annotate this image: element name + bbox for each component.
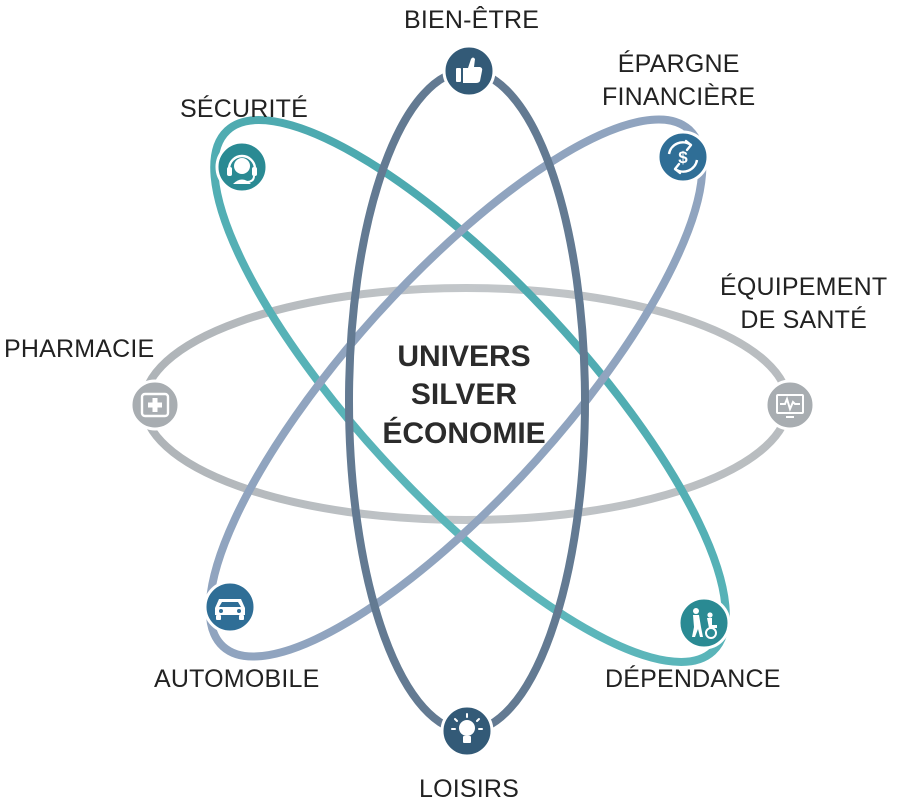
center-title-line-2: SILVER bbox=[410, 378, 518, 412]
node-pharmacie[interactable] bbox=[129, 379, 181, 431]
lightbulb-icon bbox=[451, 713, 483, 743]
node-securite[interactable] bbox=[215, 140, 269, 194]
headset-icon bbox=[227, 154, 257, 184]
orbit-diagonal-steel bbox=[205, 115, 707, 661]
center-title-line-1: UNIVERS bbox=[397, 340, 531, 373]
orbit-diagonal-teal bbox=[210, 116, 730, 666]
node-dependance[interactable] bbox=[677, 596, 731, 650]
center-title-line-3: ÉCONOMIE bbox=[382, 416, 546, 450]
label-dependance: DÉPENDANCE bbox=[605, 665, 781, 693]
node-loisirs[interactable] bbox=[440, 704, 494, 758]
label-loisirs: LOISIRS bbox=[419, 775, 520, 803]
label-pharmacie: PHARMACIE bbox=[4, 335, 155, 363]
wheelchair-assist-icon bbox=[692, 608, 717, 639]
node-bien-etre[interactable] bbox=[442, 44, 496, 98]
label-equipement: ÉQUIPEMENT DE SANTÉ bbox=[720, 273, 888, 334]
car-icon bbox=[215, 599, 245, 620]
node-equipement[interactable] bbox=[764, 379, 816, 431]
label-automobile: AUTOMOBILE bbox=[154, 665, 320, 693]
svg-text:$: $ bbox=[678, 148, 688, 167]
label-bien-etre: BIEN-ÊTRE bbox=[404, 6, 540, 34]
monitor-icon bbox=[776, 394, 804, 418]
center-title: UNIVERS SILVER ÉCONOMIE bbox=[349, 338, 579, 453]
label-epargne: ÉPARGNE FINANCIÈRE bbox=[602, 50, 756, 111]
node-automobile[interactable] bbox=[203, 580, 257, 634]
savings-cycle-icon: $ bbox=[667, 139, 699, 175]
medical-cross-icon bbox=[140, 392, 170, 418]
node-epargne[interactable]: $ bbox=[656, 130, 710, 184]
thumbs-up-icon bbox=[456, 57, 483, 83]
label-securite: SÉCURITÉ bbox=[180, 95, 309, 123]
